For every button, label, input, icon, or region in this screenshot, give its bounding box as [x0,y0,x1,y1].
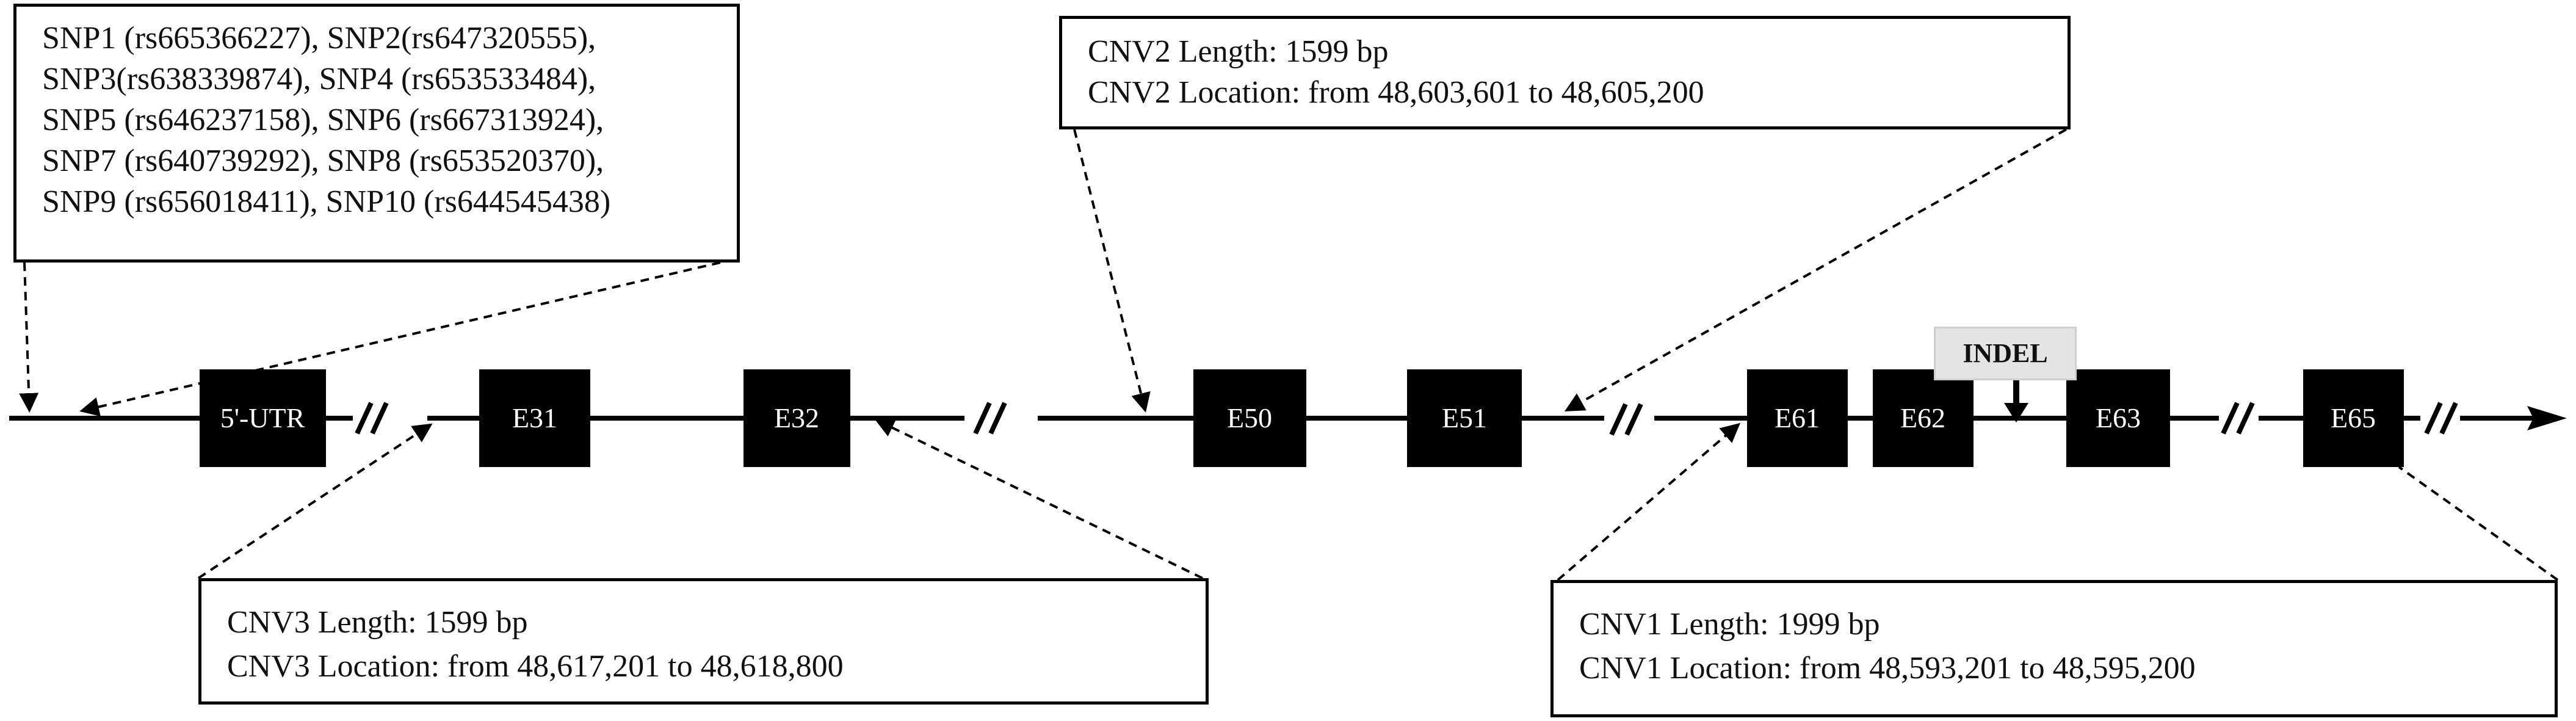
snp-line: SNP9 (rs656018411), SNP10 (rs644545438) [42,184,611,219]
cnv2-pointer-left [1073,129,1151,413]
cnv1-location: CNV1 Location: from 48,593,201 to 48,595… [1579,651,2196,686]
exon-label: E61 [1775,402,1820,433]
cnv1-pointer-left [1557,422,1741,581]
cnv2-length: CNV2 Length: 1599 bp [1088,34,1389,69]
exon-5utr: 5'-UTR [200,369,326,467]
break-marks [355,402,2458,436]
exon-label: E51 [1442,402,1487,433]
snp-pointer-right [79,261,721,417]
break-mark [355,402,389,435]
exon-e50: E50 [1193,369,1306,467]
cnv3-pointer-left [197,423,433,579]
exon-e31: E31 [479,369,590,467]
exon-e63: E63 [2066,369,2170,467]
snp-pointer-left [19,262,39,413]
exon-e62: E62 [1873,369,1974,467]
indel-label: INDEL [1934,327,2077,380]
exon-e61: E61 [1747,369,1848,467]
exon-label: E31 [512,402,557,433]
cnv1-length: CNV1 Length: 1999 bp [1579,607,1880,642]
break-mark [1609,403,1643,436]
dashed-connectors [19,128,2559,581]
exon-e32: E32 [743,369,850,467]
break-mark [2221,402,2255,435]
cnv3-pointer-right [874,419,1203,579]
snp-line: SNP1 (rs665366227), SNP2(rs647320555), [42,21,596,56]
break-mark [973,402,1007,435]
exon-label: 5'-UTR [220,402,305,433]
break-mark [2424,402,2458,435]
indel-arrow [2004,380,2028,422]
cnv3-annotation-box: CNV3 Length: 1599 bp CNV3 Location: from… [198,578,1209,705]
cnv2-annotation-box: CNV2 Length: 1599 bp CNV2 Location: from… [1059,16,2071,129]
snp-annotation-box: SNP1 (rs665366227), SNP2(rs647320555), S… [13,4,740,263]
cnv2-location: CNV2 Location: from 48,603,601 to 48,605… [1088,75,1704,110]
exon-e51: E51 [1407,369,1522,467]
gene-direction-arrowhead [2527,406,2567,430]
exon-label: E65 [2331,402,2376,433]
snp-line: SNP7 (rs640739292), SNP8 (rs653520370), [42,143,604,178]
exon-e65: E65 [2303,369,2404,467]
snp-line: SNP5 (rs646237158), SNP6 (rs667313924), [42,103,604,137]
cnv3-length: CNV3 Length: 1599 bp [227,605,528,640]
cnv1-annotation-box: CNV1 Length: 1999 bp CNV1 Location: from… [1550,580,2558,717]
exon-label: E63 [2096,402,2141,433]
exon-label: E32 [774,402,819,433]
cnv2-pointer-right [1565,128,2067,411]
cnv1-pointer-right [2398,466,2559,581]
exon-label: E50 [1227,402,1272,433]
exon-label: E62 [1900,402,1945,433]
cnv3-location: CNV3 Location: from 48,617,201 to 48,618… [227,649,844,684]
snp-line: SNP3(rs638339874), SNP4 (rs653533484), [42,62,596,96]
